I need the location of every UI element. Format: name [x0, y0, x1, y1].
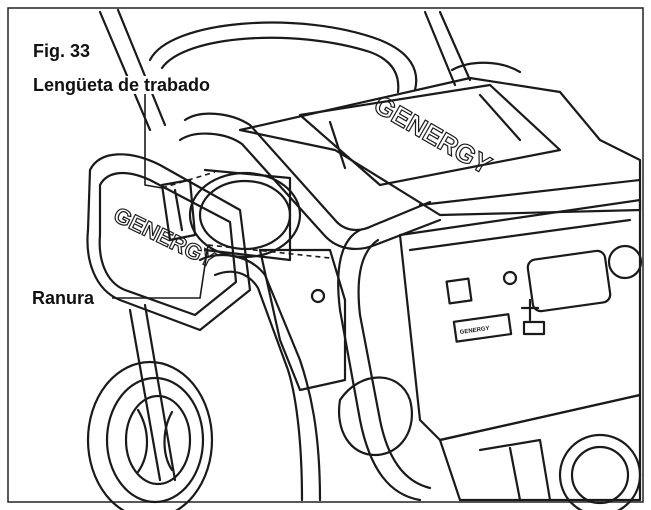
engine-top-cover: [238, 76, 642, 217]
leader-slot-dashed: [207, 244, 331, 259]
engine-lower: [438, 393, 642, 502]
figure-number: Fig. 33: [33, 41, 91, 61]
leader-tab: [144, 92, 163, 189]
switch: [445, 277, 473, 305]
wheel: [86, 360, 214, 510]
callout-slot: Ranura: [32, 288, 95, 308]
leader-slot: [112, 244, 209, 299]
tube-frame-top-rail: [183, 112, 432, 232]
engine-block: [258, 248, 347, 392]
handle-bar-right: [423, 10, 472, 87]
handle-bar-left: [98, 8, 167, 132]
tube-frame-front: [337, 228, 422, 502]
name-plate: [452, 313, 513, 343]
panel-hole: [607, 244, 643, 280]
rear-handle: [148, 21, 418, 92]
leader-tab-dashed: [161, 171, 216, 189]
callout-locking-tab: Lengüeta de trabado: [33, 75, 213, 95]
side-panel: [86, 153, 252, 332]
brand-mark-plate: GENERGY: [459, 326, 490, 336]
outlet-cover: [526, 249, 612, 313]
